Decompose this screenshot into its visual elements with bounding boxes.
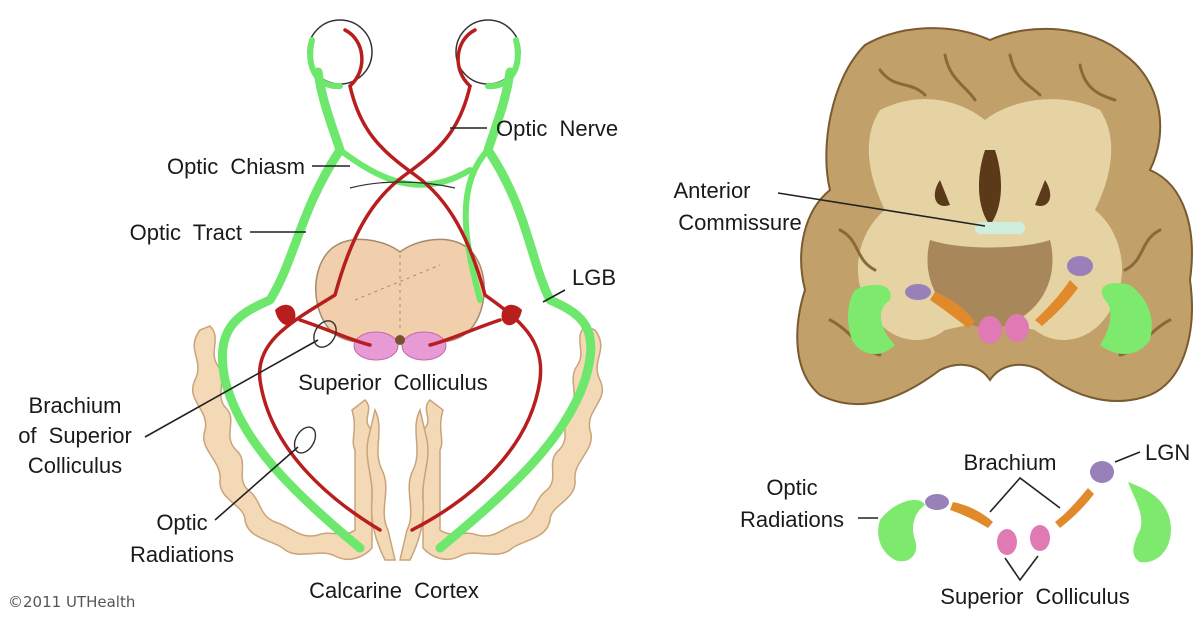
label-brachium-schematic: Brachium	[964, 450, 1057, 475]
section-brachium-right	[1035, 280, 1078, 326]
left-lgb	[275, 304, 296, 326]
label-optic-radiations-line2: Radiations	[130, 542, 234, 567]
red-to-colliculus-right	[428, 318, 502, 347]
label-schematic-radiations: Radiations	[740, 507, 844, 532]
midbrain-dotted-line	[354, 255, 441, 330]
coronal-brain-section: Anterior Commissure	[673, 27, 1193, 406]
label-optic-radiations-line1: Optic	[156, 510, 207, 535]
section-lgn-right	[1067, 256, 1093, 276]
optic-radiations-leader	[214, 446, 299, 521]
label-anterior: Anterior	[673, 178, 750, 203]
label-optic-chiasm: Optic Chiasm	[167, 154, 305, 179]
label-lgn: LGN	[1145, 440, 1190, 465]
left-retina-red	[343, 28, 364, 88]
label-schematic-superior-colliculus: Superior Colliculus	[940, 584, 1129, 609]
right-green-inner	[462, 147, 491, 303]
schematic-brachium-left	[950, 502, 993, 528]
section-brachium-left	[930, 292, 975, 328]
copyright-text: ©2011 UTHealth	[8, 593, 135, 611]
label-brachium-line1: Brachium	[29, 393, 122, 418]
brachium-callout-oval	[313, 320, 337, 348]
right-occipital-cortex	[422, 325, 603, 560]
anterior-commissure-highlight	[975, 222, 1025, 234]
calcarine-fissure-right	[399, 407, 429, 561]
lgn-leader	[1114, 451, 1141, 463]
schematic-colliculus-left	[997, 529, 1017, 555]
left-superior-colliculus	[353, 331, 399, 361]
radiations-callout-oval	[293, 426, 317, 454]
section-optic-radiations-left	[848, 284, 895, 355]
label-optic-tract: Optic Tract	[130, 220, 242, 245]
section-optic-radiations-right	[1100, 283, 1152, 355]
label-optic-nerve: Optic Nerve	[496, 116, 618, 141]
red-to-colliculus-left	[298, 318, 372, 347]
section-lgn-left	[905, 284, 931, 300]
right-lgb	[501, 304, 522, 326]
label-brachium-line3: Colliculus	[28, 453, 122, 478]
label-commissure: Commissure	[678, 210, 801, 235]
label-superior-colliculus-left: Superior Colliculus	[298, 370, 487, 395]
lgb-leader	[542, 289, 566, 303]
anterior-commissure-leader	[777, 192, 986, 227]
visual-pathway-diagram: Optic Nerve Optic Chiasm Optic Tract LGB…	[8, 19, 618, 611]
chiasm-arc	[349, 181, 456, 189]
colliculus-leader-v	[1004, 555, 1039, 582]
schematic-optic-radiations-left	[878, 500, 925, 562]
ventricles	[934, 150, 1051, 225]
section-colliculus-right	[1005, 314, 1029, 342]
label-lgb: LGB	[572, 265, 616, 290]
right-retina-red	[456, 28, 477, 88]
brachium-leader-v	[989, 476, 1061, 513]
label-brachium-line2: of Superior	[18, 423, 132, 448]
right-green-optic-tract	[435, 67, 596, 553]
left-green-optic-tract	[217, 67, 365, 553]
section-colliculus-left	[978, 316, 1002, 344]
calcarine-fissure-left	[366, 407, 396, 561]
schematic-optic-radiations-right	[1128, 482, 1171, 563]
color-key-schematic: Brachium LGN Optic Radiations Superior C…	[740, 440, 1190, 609]
schematic-brachium-right	[1055, 488, 1094, 528]
red-crossing-fiber-2	[257, 84, 472, 532]
schematic-lgn-left	[925, 494, 949, 510]
schematic-lgn-right	[1090, 461, 1114, 483]
label-schematic-optic: Optic	[766, 475, 817, 500]
midbrain-aqueduct	[395, 335, 405, 345]
red-crossing-fiber-1	[348, 84, 543, 532]
brachium-leader	[144, 339, 319, 438]
schematic-colliculus-right	[1030, 525, 1050, 551]
right-superior-colliculus	[401, 331, 447, 361]
label-calcarine-cortex: Calcarine Cortex	[309, 578, 479, 603]
